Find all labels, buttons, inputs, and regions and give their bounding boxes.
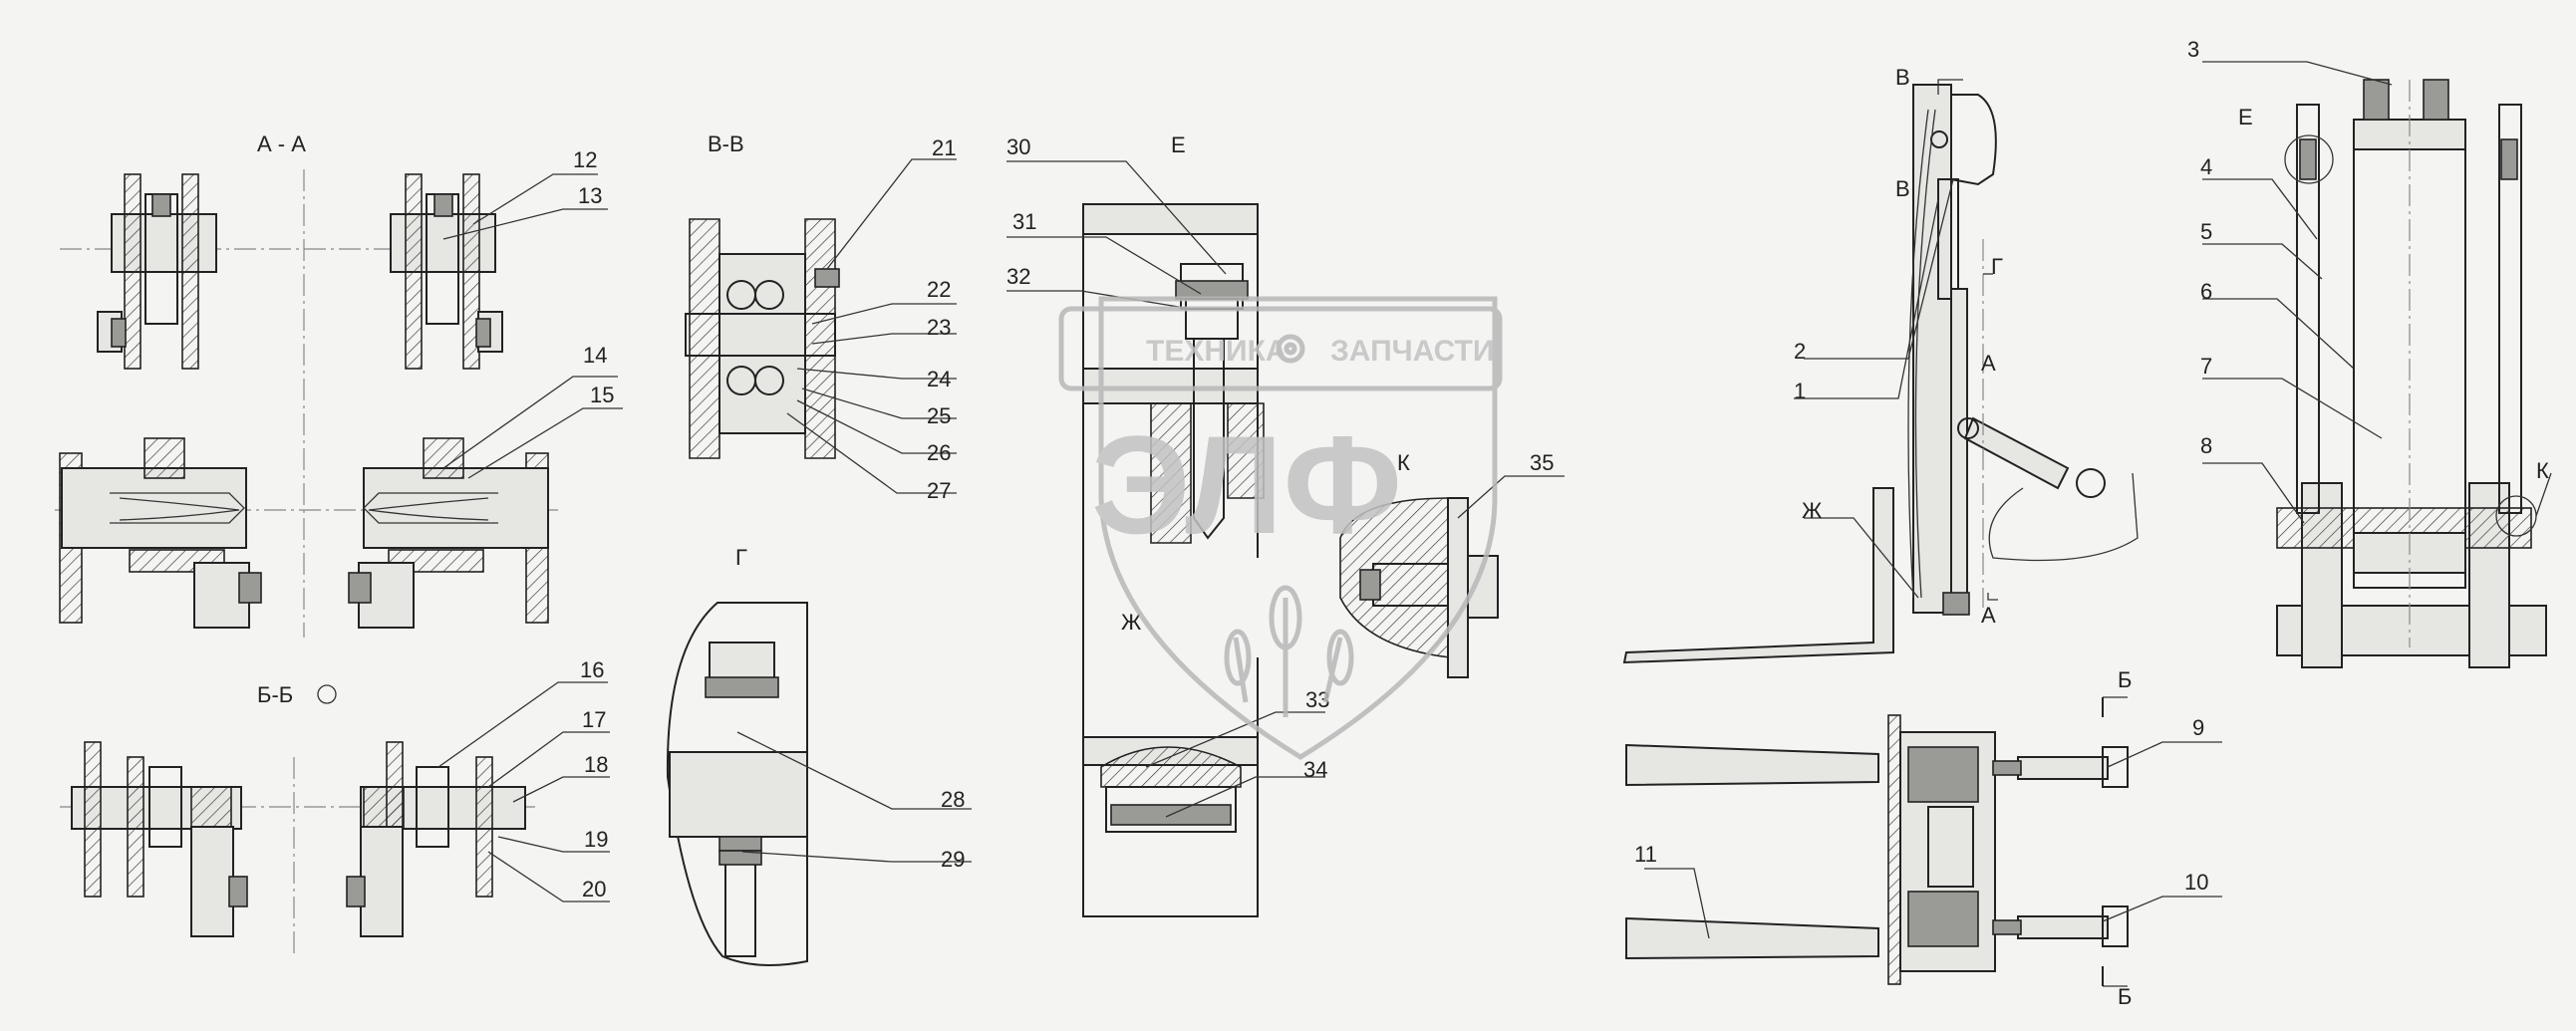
watermark: ТЕХНИКА ЗАПЧАСТИ ЭЛФ — [1058, 296, 1503, 760]
callout-20: 20 — [582, 877, 606, 902]
callout-30: 30 — [1006, 134, 1030, 159]
callout-4: 4 — [2200, 154, 2212, 179]
view-g: Г 28 29 — [666, 545, 972, 966]
view-mark-zh-detail: Ж — [1121, 610, 1142, 635]
view-k: К 35 — [1339, 450, 1565, 678]
section-vv: В-В 21 22 23 24 25 26 27 — [685, 131, 957, 503]
cylinders-top — [1992, 746, 2129, 947]
fork-side — [1622, 487, 1894, 664]
callout-8: 8 — [2200, 433, 2212, 458]
callout-25: 25 — [927, 403, 951, 428]
callout-1: 1 — [1794, 379, 1806, 403]
watermark-logo: ЭЛФ — [1091, 406, 1402, 563]
spring-pin-assembly-right — [348, 437, 549, 629]
section-title-vv: В-В — [708, 131, 744, 156]
callout-16: 16 — [580, 657, 604, 682]
section-title-bb: Б-Б — [257, 682, 293, 707]
view-mark-b-top: Б — [2118, 667, 2132, 692]
callout-32: 32 — [1006, 264, 1030, 289]
gear-icon — [1276, 334, 1305, 364]
callout-9: 9 — [2192, 715, 2204, 740]
side-view-mast: В В Г А А Ж 2 1 — [1622, 65, 2139, 664]
view-mark-k-detail: К — [1397, 450, 1410, 475]
watermark-brand-right: ЗАПЧАСТИ — [1330, 335, 1494, 368]
callout-23: 23 — [927, 315, 951, 340]
callout-2: 2 — [1794, 339, 1806, 364]
callout-28: 28 — [941, 787, 965, 812]
pin-assembly-bb-right — [346, 741, 526, 937]
view-mark-b-bottom: Б — [2118, 984, 2132, 1009]
view-mark-a-bottom: А — [1981, 603, 1996, 628]
section-title-aa: А - А — [257, 131, 306, 156]
callout-19: 19 — [584, 827, 608, 852]
detail-circle-e — [2284, 134, 2334, 184]
top-view-forks: 9 10 11 Б Б — [1625, 667, 2222, 1009]
view-title-g: Г — [735, 545, 747, 570]
view-mark-zh-side: Ж — [1802, 498, 1823, 523]
view-mark-v-mid: В — [1895, 176, 1910, 201]
callout-22: 22 — [927, 277, 951, 302]
pin-assembly-top-right — [390, 173, 503, 370]
callout-6: 6 — [2200, 279, 2212, 304]
callout-29: 29 — [941, 847, 965, 872]
callout-11: 11 — [1634, 842, 1657, 867]
pin-assembly-top-left — [97, 173, 217, 370]
view-title-e: Е — [1171, 132, 1186, 157]
watermark-brand-left: ТЕХНИКА — [1146, 335, 1288, 368]
callout-7: 7 — [2200, 354, 2212, 379]
callout-10: 10 — [2184, 870, 2208, 895]
callout-34: 34 — [1303, 757, 1327, 782]
view-mark-a-top: А — [1981, 351, 1996, 376]
rotation-mark-icon — [317, 684, 337, 704]
view-mark-k-side: К — [2536, 458, 2549, 483]
callout-35: 35 — [1530, 450, 1554, 475]
callout-15: 15 — [590, 383, 614, 407]
view-mark-v-top: В — [1895, 65, 1910, 90]
section-aa: А - А — [55, 131, 623, 638]
view-mark-e-front: Е — [2238, 105, 2253, 129]
wheat-icon — [1224, 585, 1354, 717]
callout-27: 27 — [927, 478, 951, 503]
section-bb: Б-Б 16 17 — [60, 657, 610, 956]
callout-31: 31 — [1012, 209, 1036, 234]
front-view-mast: 3 4 5 6 7 8 Е К — [2187, 37, 2552, 668]
callout-13: 13 — [578, 183, 602, 208]
callout-24: 24 — [927, 367, 951, 391]
callout-18: 18 — [584, 752, 608, 777]
spring-pin-assembly-left — [59, 437, 262, 629]
callout-14: 14 — [583, 343, 607, 368]
callout-5: 5 — [2200, 219, 2212, 244]
tilt-cylinder — [1957, 416, 2139, 562]
callout-3: 3 — [2187, 37, 2199, 62]
callout-17: 17 — [582, 707, 606, 732]
callout-12: 12 — [573, 147, 597, 172]
view-mark-g: Г — [1991, 254, 2003, 279]
callout-21: 21 — [932, 135, 956, 160]
callout-26: 26 — [927, 440, 951, 465]
pin-assembly-bb-left — [71, 741, 248, 937]
